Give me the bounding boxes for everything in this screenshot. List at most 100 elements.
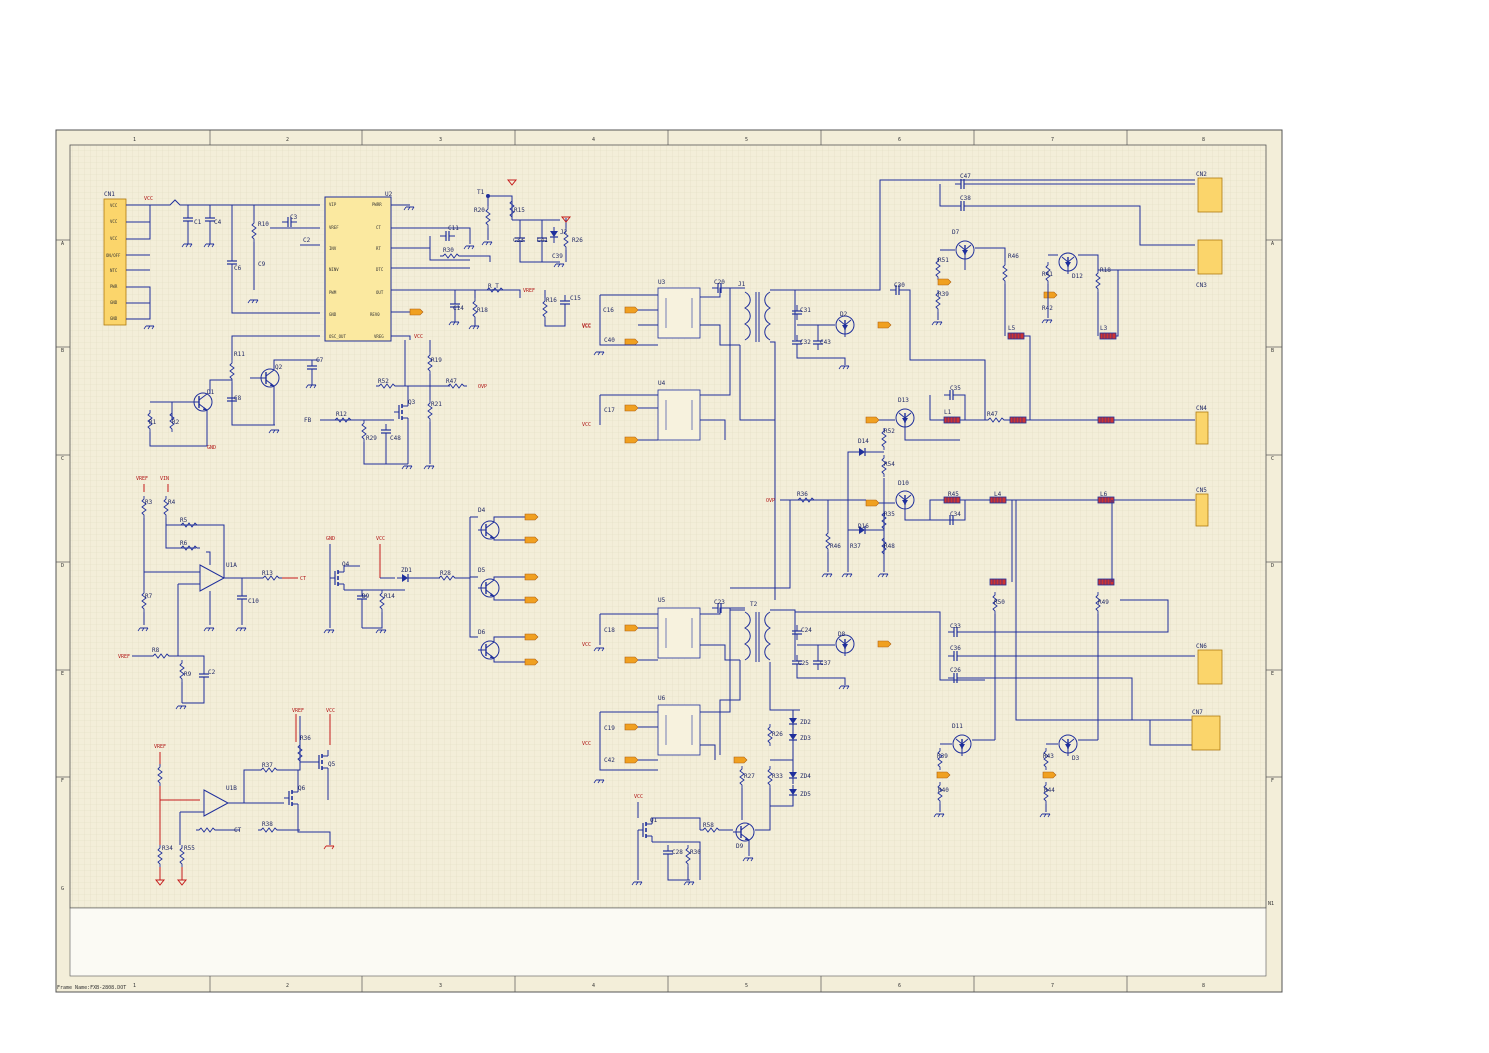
r34-label: R34 — [162, 845, 173, 852]
c3-label: C3 — [290, 214, 298, 221]
cn5-label: CN5 — [1196, 487, 1207, 494]
svg-text:VCC: VCC — [326, 708, 335, 714]
row-letter-right-f: F — [1271, 778, 1274, 784]
c7-label: C7 — [316, 357, 324, 364]
svg-text:VIN: VIN — [160, 476, 169, 482]
center-bus-wires — [719, 345, 815, 755]
zd4-label: ZD4 — [800, 773, 811, 780]
cn1-wiring: VCC — [126, 196, 320, 330]
col-num-3: 3 — [439, 137, 442, 143]
row-letter-right-d: D — [1271, 563, 1274, 569]
file-name: Frame Name:FXB-2808.DOT — [57, 985, 126, 991]
u4-driver: U4 C17 VCC — [582, 288, 731, 444]
input-caps: C1 C4 R10 C9 C6 C3 C2 — [181, 205, 320, 314]
d6-label: D6 — [478, 629, 486, 636]
zd2-label: ZD2 — [800, 719, 811, 726]
u3-driver: U3 C16 C40 VCC — [582, 279, 745, 356]
r58-label: R58 — [703, 822, 714, 829]
cn1-pin-7: GND — [110, 300, 118, 305]
row-letter-f: F — [61, 778, 64, 784]
svg-text:CT: CT — [234, 827, 242, 834]
col-num-2: 2 — [286, 137, 289, 143]
row-letter-right-a: A — [1271, 241, 1274, 247]
r52b-label: R52 — [884, 428, 895, 435]
row-letter-c: C — [61, 456, 64, 462]
svg-text:VCC: VCC — [582, 422, 591, 428]
c9-label: C9 — [258, 261, 266, 268]
u2-pin-rev0: REV0 — [370, 312, 380, 317]
r43-label: R43 — [1043, 753, 1054, 760]
svg-text:CT: CT — [300, 576, 306, 582]
r27-label: R27 — [744, 773, 755, 780]
col-num-bottom-4: 4 — [592, 983, 595, 989]
col-num-5: 5 — [745, 137, 748, 143]
u2-pin-dtc: DTC — [376, 267, 384, 272]
col-num-bottom-7: 7 — [1051, 983, 1054, 989]
c35-label: C35 — [950, 385, 961, 392]
q2-label: Q2 — [275, 364, 283, 371]
q3-label: Q3 — [408, 399, 416, 406]
r41-label: R41 — [1042, 271, 1053, 278]
r28-label: R28 — [440, 570, 451, 577]
u2-right-wiring: C11 R30 C14 R18 R_T VREF VCC — [391, 204, 535, 340]
c11-label: C11 — [448, 225, 459, 232]
svg-text:VCC: VCC — [582, 741, 591, 747]
r37-label: R37 — [262, 762, 273, 769]
u2-pin-pwm: PWM — [329, 290, 337, 295]
svg-text:GND: GND — [326, 536, 335, 542]
u2-pin-out: OUT — [376, 290, 384, 295]
d11-label: D11 — [952, 723, 963, 730]
col-num-bottom-6: 6 — [898, 983, 901, 989]
r20-label: R20 — [474, 207, 485, 214]
transformer-t2: C23 T2 — [711, 599, 796, 662]
d5-label: D5 — [478, 567, 486, 574]
r55-label: R55 — [184, 845, 195, 852]
cn1-pin-4: ON/OFF — [106, 253, 121, 258]
r3-label: R3 — [145, 499, 153, 506]
r39b-label: R39 — [937, 753, 948, 760]
u1a-label: U1A — [226, 562, 237, 569]
c15-label: C15 — [570, 295, 581, 302]
frame-row-letters: A B C D E F G A B C D E F — [61, 241, 1274, 892]
l6-label: L6 — [1100, 491, 1108, 498]
col-num-bottom-5: 5 — [745, 983, 748, 989]
top-zener-cluster: T1 R20 R15 C33 C41 J2 R26 C39 — [474, 179, 583, 268]
c41-label: C41 — [537, 237, 548, 244]
c31-label: C31 — [800, 307, 811, 314]
r52-label: R52 — [378, 378, 389, 385]
zd3-label: ZD3 — [800, 735, 811, 742]
svg-text:VCC: VCC — [414, 334, 423, 340]
c20-label: C20 — [714, 279, 725, 286]
r47-label: R47 — [446, 378, 457, 385]
r51-label: R51 — [938, 257, 949, 264]
col-num-bottom-1: 1 — [133, 983, 136, 989]
c42-label: C42 — [604, 757, 615, 764]
svg-text:OVP: OVP — [766, 498, 775, 504]
svg-text:VREF: VREF — [118, 654, 130, 660]
r33-label: R33 — [772, 773, 783, 780]
c37-label: C37 — [820, 660, 831, 667]
c15-r16: R16 C15 VCC — [542, 290, 591, 329]
svg-text:VREF: VREF — [523, 288, 535, 294]
d16-label: D16 — [858, 523, 869, 530]
c47-label: C47 — [960, 173, 971, 180]
l1-label: L1 — [944, 409, 952, 416]
d4-label: D4 — [478, 507, 486, 514]
u6-label: U6 — [658, 695, 666, 702]
c16-label: C16 — [603, 307, 614, 314]
r2-label: R2 — [172, 419, 180, 426]
r4-label: R4 — [168, 499, 176, 506]
r48-label: R48 — [884, 543, 895, 550]
c8-label: C8 — [234, 395, 242, 402]
u2-pin-ct: CT — [376, 225, 381, 230]
c1-label: C1 — [194, 219, 202, 226]
r18b-label: R18 — [1100, 267, 1111, 274]
c6-label: C6 — [234, 265, 242, 272]
q1-bottom: VCC Q1 R58 C28 R30 — [631, 794, 733, 886]
row-letter-e: E — [61, 671, 64, 677]
svg-text:VREF: VREF — [154, 744, 166, 750]
c32-label: C32 — [800, 339, 811, 346]
row-letter-a: A — [61, 241, 64, 247]
d1-label: D1 — [207, 389, 215, 396]
r12-label: R12 — [336, 411, 347, 418]
